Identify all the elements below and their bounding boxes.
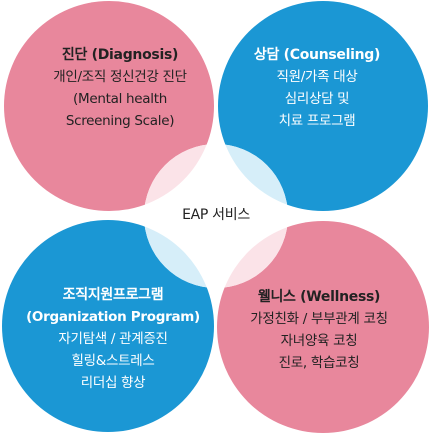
- overlap-diagnosis-center: [144, 144, 214, 211]
- diagnosis-line: Screening Scale): [65, 113, 175, 129]
- wellness-label: 웰니스 (Wellness) 가정친화 / 부부관계 코칭 자녀양육 코칭 진로…: [214, 286, 424, 374]
- diagnosis-title: 진단 (Diagnosis): [61, 47, 179, 63]
- organization-line: (Organization Program): [26, 309, 200, 325]
- counseling-label: 상담 (Counseling) 직원/가족 대상 심리상담 및 치료 프로그램: [219, 44, 415, 132]
- wellness-line: 자녀양육 코칭: [280, 333, 358, 349]
- circle-diagnosis: [4, 1, 214, 211]
- counseling-line: 심리상담 및: [284, 91, 350, 107]
- wellness-title: 웰니스 (Wellness): [257, 289, 381, 305]
- counseling-line: 직원/가족 대상: [276, 69, 358, 85]
- organization-label: 조직지원프로그램 (Organization Program) 자기탐색 / 관…: [8, 284, 218, 394]
- diagnosis-label: 진단 (Diagnosis) 개인/조직 정신건강 진단 (Mental hea…: [22, 44, 218, 132]
- circle-counseling: [218, 1, 428, 211]
- overlap-wellness-center: [217, 221, 288, 288]
- counseling-line: 치료 프로그램: [278, 113, 356, 129]
- overlap-organization-center: [144, 220, 214, 288]
- diagnosis-line: (Mental health: [73, 91, 167, 107]
- counseling-title: 상담 (Counseling): [253, 47, 381, 63]
- organization-title: 조직지원프로그램: [62, 287, 164, 303]
- wellness-line: 가정친화 / 부부관계 코칭: [250, 311, 388, 327]
- organization-line: 자기탐색 / 관계증진: [58, 331, 168, 347]
- diagnosis-line: 개인/조직 정신건강 진단: [53, 69, 187, 85]
- organization-line: 힐링&스트레스: [71, 353, 155, 369]
- wellness-line: 진로, 학습코칭: [278, 355, 360, 371]
- center-label: EAP 서비스: [182, 207, 250, 223]
- overlap-counseling-center: [218, 144, 288, 211]
- organization-line: 리더십 향상: [80, 375, 146, 391]
- circle-organization: [2, 220, 214, 432]
- circle-wellness: [217, 221, 429, 433]
